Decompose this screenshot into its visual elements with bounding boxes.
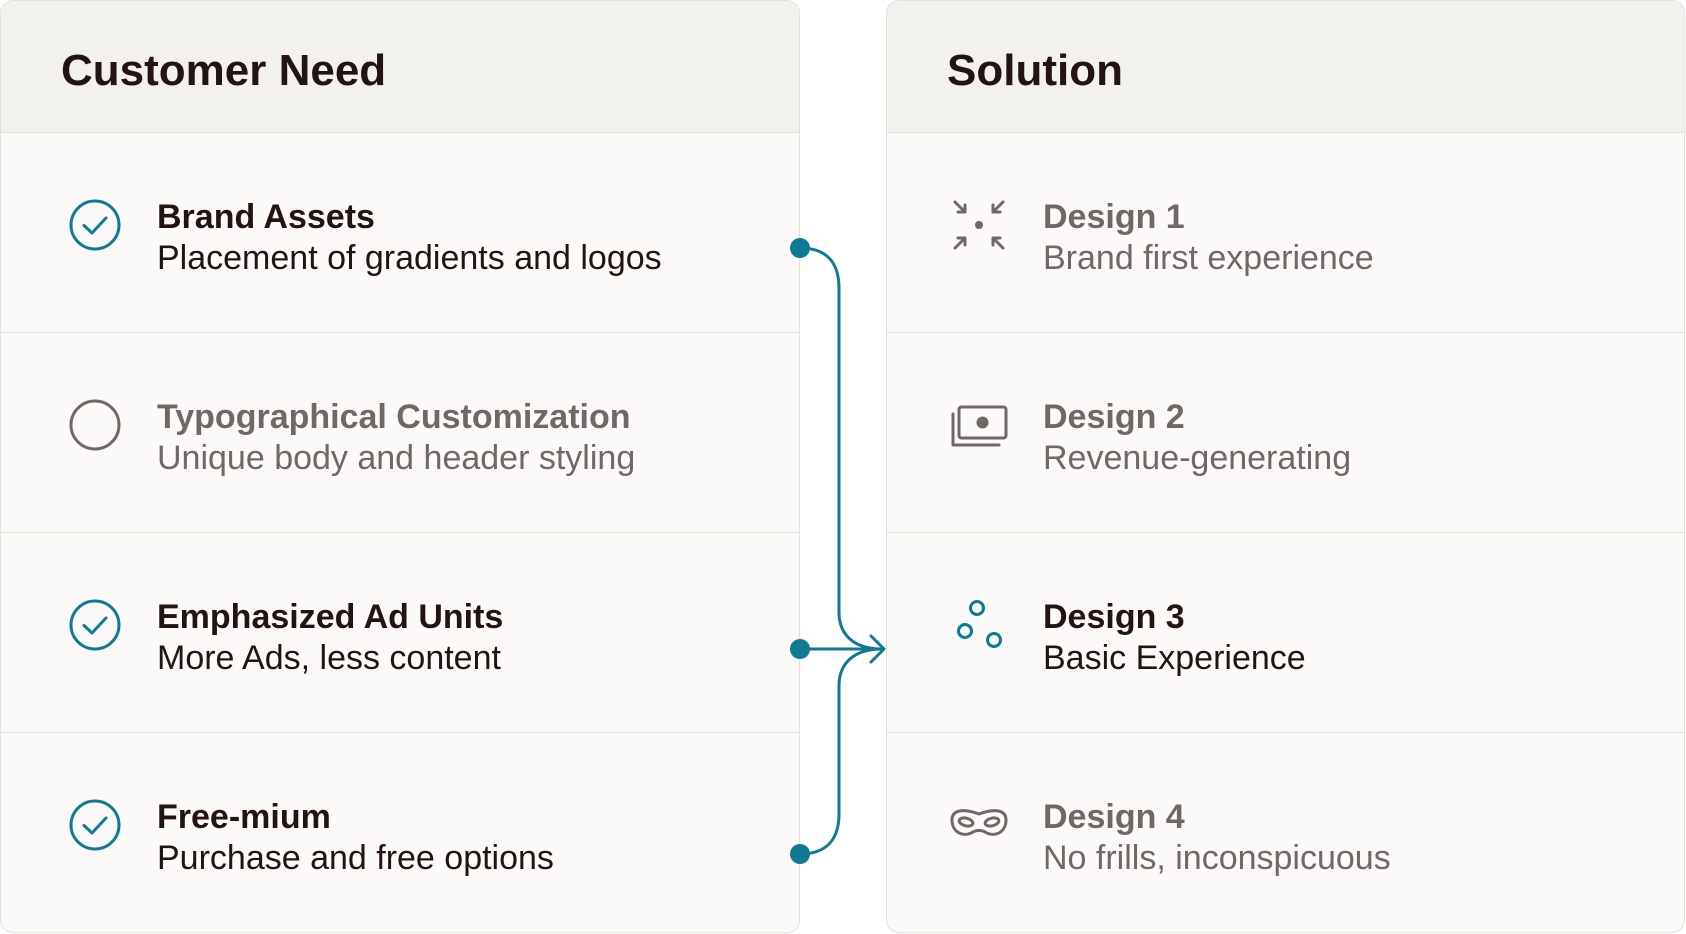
- solution-title: Solution: [947, 46, 1123, 95]
- bubbles-icon: [957, 600, 1002, 648]
- solution-header: Solution: [887, 1, 1684, 133]
- connector-arrowhead: [869, 634, 886, 664]
- solution-item-title: Design 3: [1043, 598, 1185, 636]
- customer-need-header: Customer Need: [1, 1, 799, 133]
- need-item-title: Free-mium: [157, 798, 331, 836]
- check-circle-icon[interactable]: [69, 199, 121, 251]
- need-item-title: Typographical Customization: [157, 398, 631, 436]
- solution-item-design-3[interactable]: Design 3 Basic Experience: [887, 533, 1684, 733]
- check-circle-icon[interactable]: [69, 799, 121, 851]
- need-item-brand-assets[interactable]: Brand Assets Placement of gradients and …: [1, 133, 799, 333]
- solution-item-design-4[interactable]: Design 4 No frills, inconspicuous: [887, 733, 1684, 932]
- need-item-free-mium[interactable]: Free-mium Purchase and free options: [1, 733, 799, 932]
- need-item-subtitle: Purchase and free options: [157, 839, 554, 877]
- solution-item-subtitle: Basic Experience: [1043, 639, 1306, 677]
- compress-arrows-icon: [953, 200, 1005, 250]
- solution-item-design-1[interactable]: Design 1 Brand first experience: [887, 133, 1684, 333]
- need-item-subtitle: More Ads, less content: [157, 639, 501, 677]
- need-item-emphasized-ad-units[interactable]: Emphasized Ad Units More Ads, less conte…: [1, 533, 799, 733]
- solution-item-title: Design 4: [1043, 798, 1185, 836]
- need-item-typographical-customization[interactable]: Typographical Customization Unique body …: [1, 333, 799, 533]
- need-item-title: Emphasized Ad Units: [157, 598, 504, 636]
- empty-circle-icon[interactable]: [69, 399, 121, 451]
- solution-item-design-2[interactable]: Design 2 Revenue-generating: [887, 333, 1684, 533]
- solution-item-subtitle: Revenue-generating: [1043, 439, 1352, 477]
- solution-item-title: Design 1: [1043, 198, 1185, 236]
- connector-line-brand-assets: [798, 246, 884, 651]
- solution-item-title: Design 2: [1043, 398, 1185, 436]
- customer-need-panel: Customer Need Brand Assets Placement of …: [0, 0, 800, 933]
- check-circle-icon[interactable]: [69, 599, 121, 651]
- cash-icon: [951, 405, 1008, 447]
- connector-line-free-mium: [798, 647, 884, 856]
- mask-icon: [950, 809, 1008, 836]
- solution-item-subtitle: Brand first experience: [1043, 239, 1374, 277]
- solution-panel: Solution Design 1 Brand first experience…: [886, 0, 1685, 933]
- need-item-subtitle: Placement of gradients and logos: [157, 239, 662, 277]
- need-item-title: Brand Assets: [157, 198, 375, 236]
- need-item-subtitle: Unique body and header styling: [157, 439, 636, 477]
- solution-item-subtitle: No frills, inconspicuous: [1043, 839, 1391, 877]
- customer-need-title: Customer Need: [61, 46, 387, 95]
